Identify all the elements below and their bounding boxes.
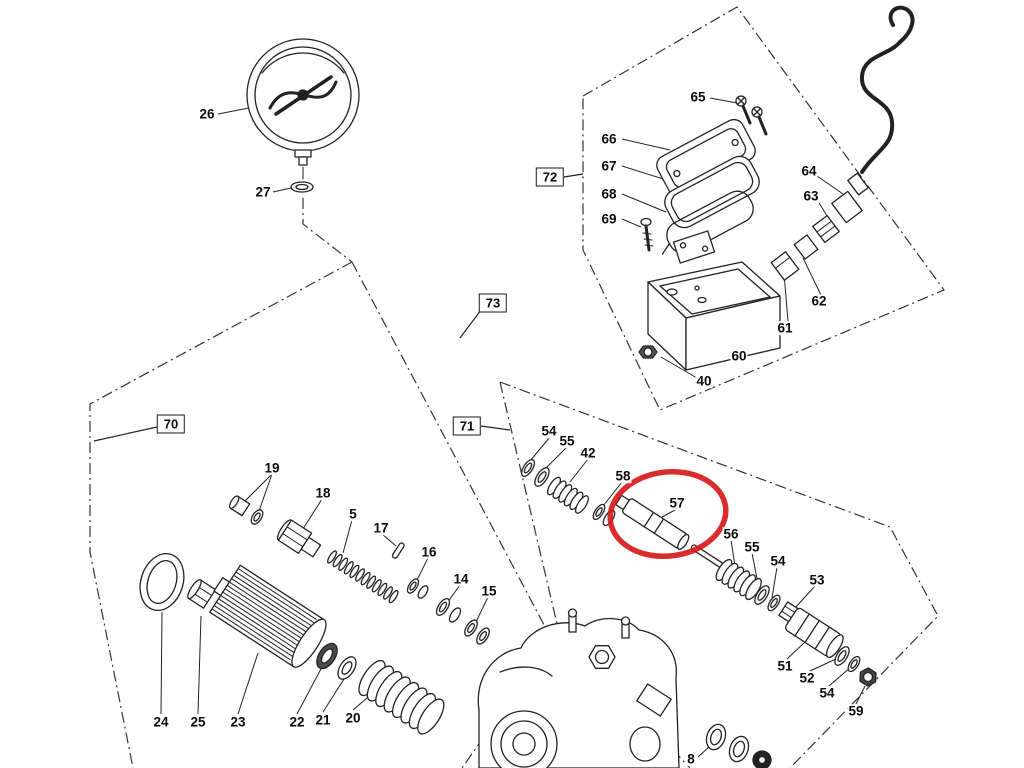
part-label-53: 53 <box>808 572 826 588</box>
part-label-61: 61 <box>776 320 794 336</box>
part-17-pin <box>391 542 405 559</box>
part-label-51: 51 <box>776 658 794 674</box>
part-label-24: 24 <box>152 714 170 730</box>
part-label-25: 25 <box>189 714 207 730</box>
part-label-20: 20 <box>344 710 362 726</box>
part-51-fitting <box>784 607 844 659</box>
part-label-55: 55 <box>558 433 576 449</box>
part-label-58: 58 <box>614 468 632 484</box>
part-55-ring-a <box>534 467 550 487</box>
part-label-19: 19 <box>263 460 281 476</box>
part-label-22: 22 <box>288 714 306 730</box>
part-label-64: 64 <box>800 163 818 179</box>
part-label-59: 59 <box>847 703 865 719</box>
part-label-8: 8 <box>686 751 696 767</box>
part-label-54: 54 <box>540 423 558 439</box>
part-23-armature <box>209 564 327 668</box>
part-55-ring-b <box>754 585 770 605</box>
part-42-spring <box>546 476 590 514</box>
part-8-washers <box>705 723 772 768</box>
part-label-23: 23 <box>229 714 247 730</box>
part-label-67: 67 <box>600 158 618 174</box>
part-label-52: 52 <box>798 670 816 686</box>
part-label-18: 18 <box>314 485 332 501</box>
part-63-fitting <box>812 214 840 244</box>
part-54-ring-a <box>520 459 536 477</box>
part-25-plug <box>187 579 217 609</box>
part-label-54: 54 <box>818 685 836 701</box>
part-40-nut <box>638 345 658 359</box>
power-cable <box>859 5 915 174</box>
group-label-71: 71 <box>452 416 482 436</box>
part-label-42: 42 <box>579 445 597 461</box>
part-label-54: 54 <box>769 553 787 569</box>
group-label-connectors <box>93 173 584 442</box>
part-60-box <box>647 261 781 371</box>
group-label-70: 70 <box>156 414 186 434</box>
part-26-gauge <box>246 38 360 180</box>
part-24-seal <box>139 553 185 611</box>
part-label-21: 21 <box>314 712 332 728</box>
part-52-ring <box>834 646 850 666</box>
part-20-spring <box>358 659 445 735</box>
part-69-screw <box>640 217 654 252</box>
highlight-circle-part-57 <box>607 468 729 560</box>
part-62-fitting <box>793 234 819 260</box>
part-label-16: 16 <box>420 544 438 560</box>
part-label-55: 55 <box>743 539 761 555</box>
part-microswitch <box>672 230 716 264</box>
part-label-65: 65 <box>689 89 707 105</box>
part-59-nut <box>859 667 877 687</box>
part-61-fitting <box>770 251 800 281</box>
part-68-seal-wire <box>661 190 754 255</box>
group-label-73: 73 <box>478 293 508 313</box>
part-56-spring <box>715 558 762 601</box>
part-label-62: 62 <box>810 293 828 309</box>
group-label-72: 72 <box>535 167 565 187</box>
part-label-40: 40 <box>695 373 713 389</box>
part-5-spring <box>326 550 399 604</box>
part-label-63: 63 <box>802 188 820 204</box>
part-57-valve <box>615 494 690 550</box>
part-label-17: 17 <box>372 520 390 536</box>
part-label-15: 15 <box>480 583 498 599</box>
part-19-fittings <box>228 495 264 525</box>
part-label-5: 5 <box>348 506 358 522</box>
part-22-washer <box>316 642 338 670</box>
part-label-14: 14 <box>452 571 470 587</box>
part-label-26: 26 <box>198 106 216 122</box>
part-67-gasket <box>664 155 760 229</box>
part-64-gland <box>831 172 869 224</box>
part-label-66: 66 <box>600 131 618 147</box>
part-16-rings <box>406 578 429 599</box>
part-label-27: 27 <box>254 184 272 200</box>
part-54-ring-c <box>847 655 861 673</box>
part-label-69: 69 <box>600 211 618 227</box>
part-54-ring-b <box>767 594 781 612</box>
pump-manifold <box>477 608 680 768</box>
part-27-seal <box>290 181 314 193</box>
part-label-60: 60 <box>730 348 748 364</box>
part-label-56: 56 <box>722 526 740 542</box>
part-65-screws <box>735 95 768 136</box>
part-21-washer <box>337 656 357 680</box>
part-label-68: 68 <box>600 186 618 202</box>
part-14-washers <box>435 597 462 623</box>
part-label-57: 57 <box>668 495 686 511</box>
part-15-orings <box>464 619 490 645</box>
part-18-valve <box>276 519 322 558</box>
